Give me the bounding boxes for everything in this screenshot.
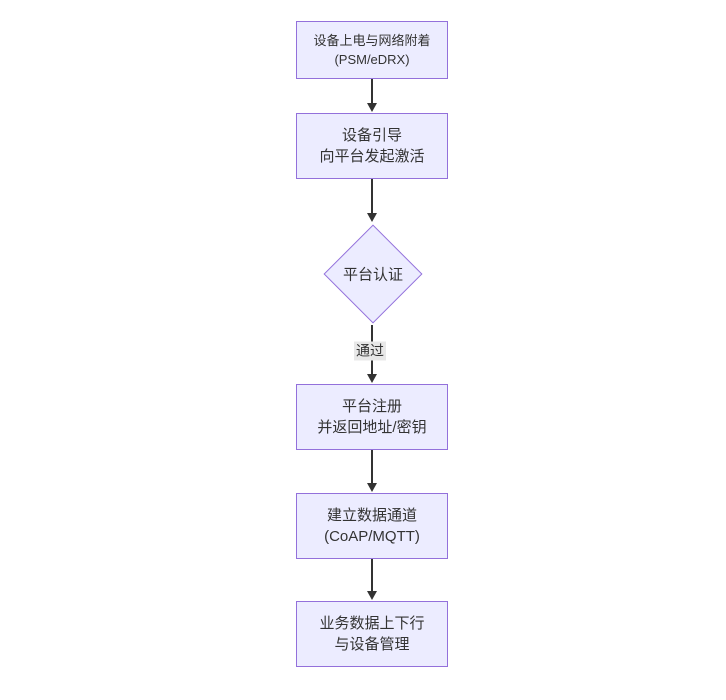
node-platform-register: 平台注册 并返回地址/密钥 — [296, 384, 448, 450]
node-text-line: 建立数据通道 — [326, 507, 417, 524]
node-text-line: (CoAP/MQTT) — [324, 528, 420, 545]
node-text-line: 业务数据上下行 — [319, 615, 425, 632]
node-text-line: 并返回地址/密钥 — [317, 419, 427, 436]
edge-d-e-line — [371, 450, 373, 483]
arrowhead-icon — [367, 374, 377, 383]
edge-e-f-line — [371, 559, 373, 591]
node-power-on-network-attach: 设备上电与网络附着 (PSM/eDRX) — [296, 21, 448, 79]
node-business-data-device-mgmt: 业务数据上下行 与设备管理 — [296, 601, 448, 667]
arrowhead-icon — [367, 103, 377, 112]
arrowhead-icon — [367, 213, 377, 222]
node-text-line: 与设备管理 — [334, 636, 410, 653]
node-device-bootstrap: 设备引导 向平台发起激活 — [296, 113, 448, 179]
node-text-line: 平台注册 — [341, 398, 402, 415]
node-text-line: 设备上电与网络附着 — [313, 33, 431, 48]
edge-a-b-line — [371, 79, 373, 104]
edge-label-pass: 通过 — [354, 341, 386, 361]
arrowhead-icon — [367, 483, 377, 492]
node-data-channel: 建立数据通道 (CoAP/MQTT) — [296, 493, 448, 559]
arrowhead-icon — [367, 591, 377, 600]
node-text-line: 向平台发起激活 — [319, 148, 425, 165]
edge-b-c-line — [371, 179, 373, 213]
node-text-line: (PSM/eDRX) — [334, 52, 410, 67]
node-text-line: 设备引导 — [341, 127, 402, 144]
decision-platform-auth-label: 平台认证 — [342, 266, 404, 284]
